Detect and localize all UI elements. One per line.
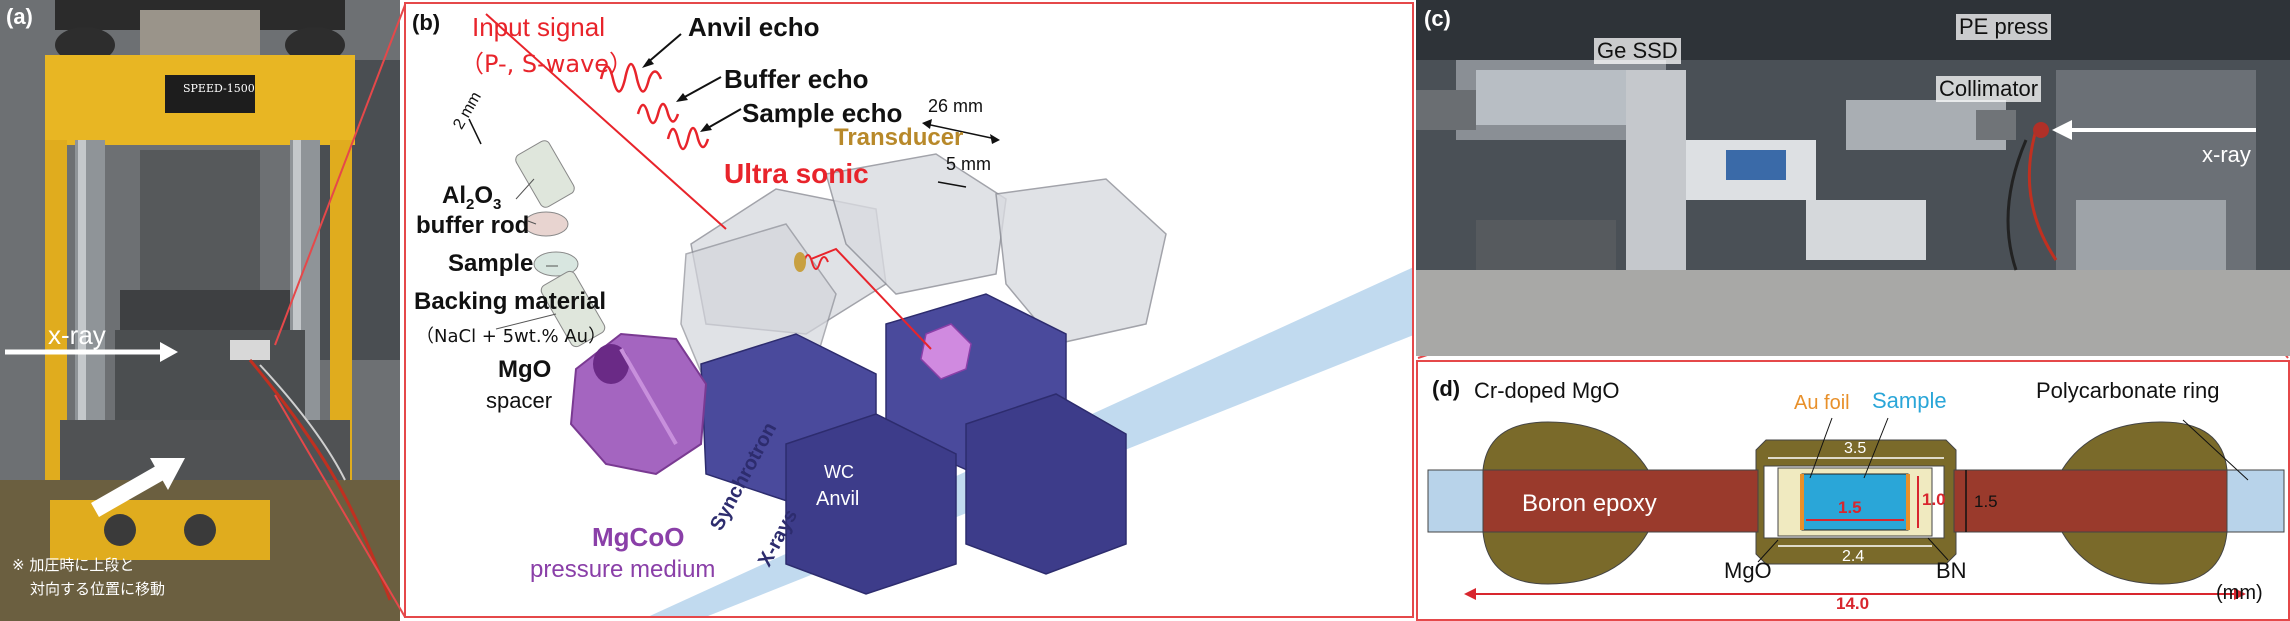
bn-label: BN [1936, 558, 1967, 583]
unit-label: (mm) [2216, 582, 2263, 604]
sample-label-b: Sample [448, 250, 534, 277]
sample-echo-label: Sample echo [742, 98, 903, 128]
press-photo-illustration [0, 0, 400, 621]
dim-14-0: 14.0 [1836, 594, 1870, 613]
xray-label-c: x-ray [2202, 142, 2251, 167]
buffer-rod-formula: Al2O3 [442, 182, 501, 213]
press-model-label: SPEED-1500 [183, 82, 255, 95]
backing-material-sub: （NaCl + 5wt.% Au） [416, 326, 607, 347]
anvil-label: Anvil [816, 488, 860, 510]
pressure-medium-label: pressure medium [530, 556, 716, 583]
buffer-echo-wave [636, 102, 680, 125]
formula-sub-2: 2 [466, 195, 475, 213]
ultrasonic-setup-diagram: (b) Input signal （P-, S-wave） Anvil echo… [404, 2, 1414, 618]
wc-anvils [680, 153, 1167, 595]
backing-material-label: Backing material [414, 288, 607, 315]
note-line-1: ※ 加圧時に上段と [12, 556, 135, 574]
sample-echo-wave [666, 126, 710, 151]
note-line-2: 対向する位置に移動 [30, 580, 166, 598]
anvil-echo-wave [599, 62, 663, 93]
cell-cross-section-panel: (d) Cr-doped MgO Au foil Sample Polycarb… [1416, 360, 2290, 621]
cr-mgo-label: Cr-doped MgO [1474, 378, 1620, 403]
spacer-label: spacer [486, 388, 553, 413]
wc-label: WC [824, 462, 854, 482]
transducer-label: Transducer [834, 124, 964, 151]
mgcoo-medium [569, 332, 708, 476]
collimator-label: Collimator [1936, 76, 2042, 102]
pe-press-label: PE press [1956, 14, 2052, 40]
beamline-photo-panel: (c) Ge SSD PE press Collimator x-ray [1416, 0, 2290, 356]
mgo-label-b: MgO [498, 356, 552, 383]
input-signal-label: Input signal [472, 12, 605, 42]
mgcoo-label: MgCoO [592, 522, 685, 552]
dim-1-5-inner: 1.5 [1838, 498, 1862, 517]
panel-d-tag: (d) [1432, 376, 1461, 401]
dim-5mm-label: 5 mm [946, 154, 991, 174]
dim-1-0: 1.0 [1922, 490, 1946, 509]
sample-octahedron [920, 323, 972, 380]
panel-c-tag: (c) [1424, 6, 1451, 31]
formula-o: O [474, 182, 494, 209]
transducer-element [794, 252, 806, 272]
dim-3-5: 3.5 [1844, 440, 1867, 457]
mgo-label-d: MgO [1724, 558, 1772, 583]
dim-2-4: 2.4 [1842, 548, 1865, 565]
input-signal-sub: （P-, S-wave） [460, 50, 634, 78]
boron-epoxy-label: Boron epoxy [1522, 490, 1657, 517]
dim-26mm-label: 26 mm [928, 96, 984, 116]
cross-section-drawing [1427, 417, 2285, 600]
boron-epoxy-left [1482, 469, 1759, 533]
dim-1-5-outer: 1.5 [1974, 492, 1998, 511]
au-foil-label: Au foil [1794, 392, 1850, 414]
press-photo-panel: (a) SPEED-1500 x-ray ※ 加圧時に上段と 対向する位置に移動 [0, 0, 400, 621]
buffer-rod-label: buffer rod [416, 212, 530, 239]
xray-label-a: x-ray [48, 320, 106, 350]
buffer-rod-stack [515, 140, 606, 348]
formula-sub-3: 3 [493, 195, 502, 213]
buffer-echo-label: Buffer echo [724, 64, 869, 94]
boron-epoxy-right [1953, 469, 2228, 533]
ge-ssd-label: Ge SSD [1594, 38, 1681, 64]
panel-a-tag: (a) [6, 4, 33, 29]
ultra-sonic-label: Ultra sonic [724, 158, 869, 189]
sample-label-d: Sample [1872, 388, 1947, 413]
beamline-photo-illustration [1416, 0, 2290, 356]
formula-al: Al [442, 182, 466, 209]
anvil-echo-label: Anvil echo [688, 12, 820, 42]
polycarbonate-label: Polycarbonate ring [2036, 378, 2220, 403]
diagram-drawing [468, 13, 1412, 616]
panel-b-tag: (b) [412, 10, 441, 35]
transducer-signal [803, 254, 829, 270]
